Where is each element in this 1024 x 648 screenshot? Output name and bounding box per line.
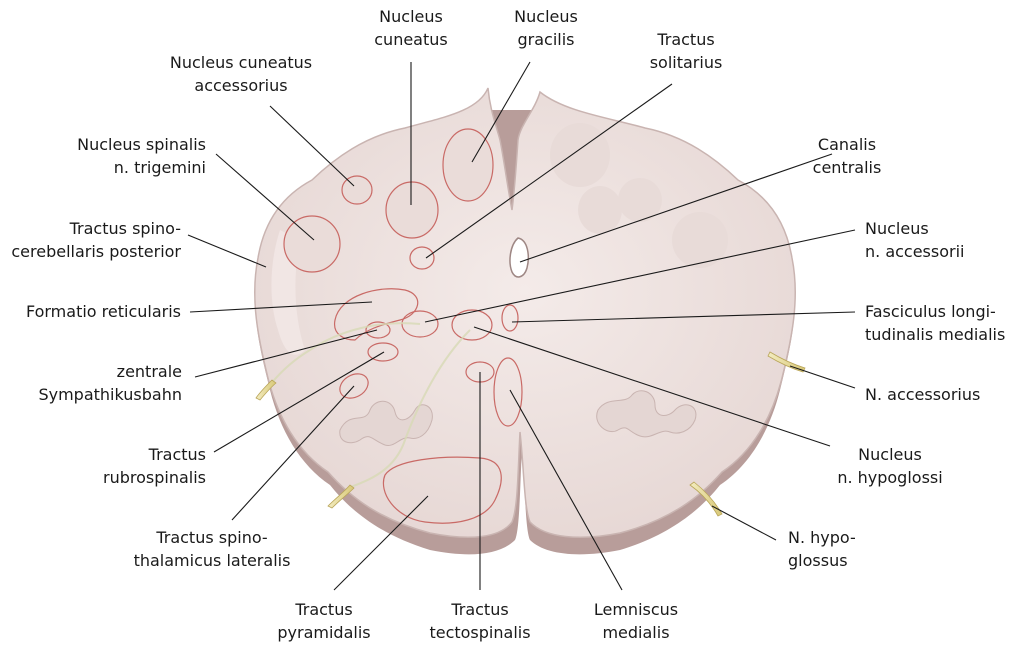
label-line: N. accessorius: [865, 383, 980, 406]
right-nucleus-1: [550, 123, 610, 187]
label-line: n. accessorii: [865, 240, 964, 263]
outline-nucleus-spinalis-trigemini: [284, 216, 340, 272]
label-line: cuneatus: [374, 28, 447, 51]
label-nucleus-n-hypoglossi: Nucleus n. hypoglossi: [837, 443, 942, 489]
label-nucleus-gracilis: Nucleus gracilis: [514, 5, 578, 51]
label-line: Formatio reticularis: [26, 300, 181, 323]
label-line: Lemniscus: [594, 598, 678, 621]
label-tractus-spinothalamicus-lateralis: Tractus spino- thalamicus lateralis: [134, 526, 291, 572]
label-line: Nucleus: [865, 217, 964, 240]
label-line: medialis: [594, 621, 678, 644]
label-tractus-spinocerebellaris-posterior: Tractus spino- cerebellaris posterior: [11, 217, 181, 263]
label-formatio-reticularis: Formatio reticularis: [26, 300, 181, 323]
label-line: Nucleus: [514, 5, 578, 28]
label-line: Canalis: [813, 133, 882, 156]
label-n-hypoglossus: N. hypo- glossus: [788, 526, 856, 572]
label-nucleus-cuneatus-accessorius: Nucleus cuneatus accessorius: [170, 51, 312, 97]
label-line: n. hypoglossi: [837, 466, 942, 489]
label-fasciculus-longitudinalis-medialis: Fasciculus longi- tudinalis medialis: [865, 300, 1005, 346]
label-line: rubrospinalis: [103, 466, 206, 489]
label-nucleus-n-accessorii: Nucleus n. accessorii: [865, 217, 964, 263]
label-line: Tractus spino-: [11, 217, 181, 240]
label-line: pyramidalis: [277, 621, 370, 644]
leader-nucleus-cuneatus-accessorius: [270, 106, 354, 186]
label-line: solitarius: [650, 51, 723, 74]
label-lemniscus-medialis: Lemniscus medialis: [594, 598, 678, 644]
label-line: Tractus: [103, 443, 206, 466]
label-line: Nucleus cuneatus: [170, 51, 312, 74]
label-n-accessorius: N. accessorius: [865, 383, 980, 406]
label-line: Nucleus: [837, 443, 942, 466]
leader-n-accessorius: [790, 366, 855, 388]
label-nucleus-spinalis-trigemini: Nucleus spinalis n. trigemini: [77, 133, 206, 179]
label-line: tectospinalis: [429, 621, 530, 644]
central-canal: [510, 238, 528, 277]
label-line: cerebellaris posterior: [11, 240, 181, 263]
label-tractus-tectospinalis: Tractus tectospinalis: [429, 598, 530, 644]
label-line: glossus: [788, 549, 856, 572]
label-line: Tractus: [650, 28, 723, 51]
label-line: Tractus: [277, 598, 370, 621]
label-tractus-rubrospinalis: Tractus rubrospinalis: [103, 443, 206, 489]
label-line: tudinalis medialis: [865, 323, 1005, 346]
label-line: gracilis: [514, 28, 578, 51]
label-nucleus-cuneatus: Nucleus cuneatus: [374, 5, 447, 51]
label-line: N. hypo-: [788, 526, 856, 549]
label-canalis-centralis: Canalis centralis: [813, 133, 882, 179]
label-line: Tractus spino-: [134, 526, 291, 549]
label-line: Fasciculus longi-: [865, 300, 1005, 323]
outline-nucleus-cuneatus: [386, 182, 438, 238]
label-line: n. trigemini: [77, 156, 206, 179]
label-line: centralis: [813, 156, 882, 179]
outline-nucleus-cuneatus-accessorius: [342, 176, 372, 204]
right-nucleus-4: [578, 186, 622, 234]
label-zentrale-sympathikusbahn: zentrale Sympathikusbahn: [38, 360, 182, 406]
label-line: thalamicus lateralis: [134, 549, 291, 572]
label-line: accessorius: [170, 74, 312, 97]
leader-tractus-spinocerebellaris: [188, 235, 266, 267]
right-nucleus-3: [672, 212, 728, 268]
label-tractus-solitarius: Tractus solitarius: [650, 28, 723, 74]
label-line: Nucleus spinalis: [77, 133, 206, 156]
label-tractus-pyramidalis: Tractus pyramidalis: [277, 598, 370, 644]
medulla-section: [255, 88, 796, 537]
leader-n-hypoglossus: [712, 506, 776, 540]
label-line: zentrale: [38, 360, 182, 383]
label-line: Nucleus: [374, 5, 447, 28]
label-line: Sympathikusbahn: [38, 383, 182, 406]
label-line: Tractus: [429, 598, 530, 621]
